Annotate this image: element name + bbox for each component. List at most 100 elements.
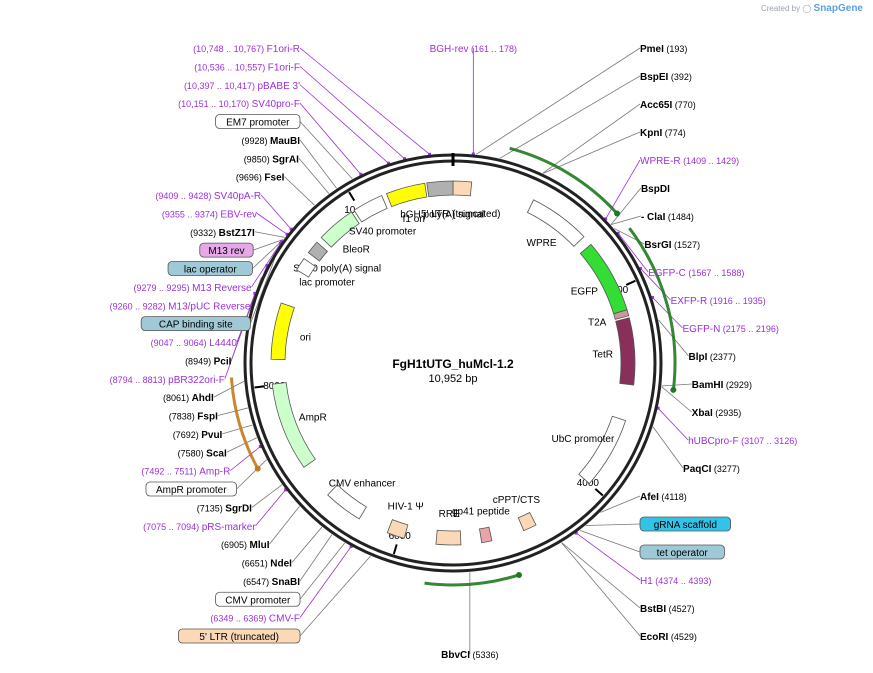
feature-gp41-peptide[interactable] [479,526,493,544]
feature-t2a[interactable] [613,309,630,320]
primer-hubcpro-f[interactable]: hUBCpro-F (3107 .. 3126) [688,436,797,447]
site-name: ScaI [206,448,227,459]
primer-exfp-r[interactable]: EXFP-R (1916 .. 1935) [671,296,766,307]
enzyme-ecori[interactable]: EcoRI (4529) [640,632,697,643]
primer-site-mark [359,172,363,176]
feature-tet-operator[interactable]: tet operator [639,544,725,560]
feature-grna-scaffold[interactable]: gRNA scaffold [639,516,731,532]
site-name: XbaI [692,408,713,419]
primer-site-mark [639,267,643,271]
feature-ampr[interactable] [271,382,316,468]
feature-5-ltr-truncated[interactable] [452,180,473,197]
primer-l4440[interactable]: (9047 .. 9064) L4440 [151,338,238,349]
enzyme-acc65i[interactable]: Acc65I (770) [640,100,696,111]
site-label: (7692) PvuI [173,430,223,441]
feature-badge [215,114,301,129]
enzyme-snabi[interactable]: (6547) SnaBI [243,577,300,588]
enzyme-blpi[interactable]: BlpI (2377) [689,352,736,363]
enzyme-bamhi[interactable]: BamHI (2929) [692,380,752,391]
primer-egfp-n[interactable]: EGFP-N (2175 .. 2196) [683,324,779,335]
orf-arcs [229,146,677,587]
primer-ebv-rev[interactable]: (9355 .. 9374) EBV-rev [162,209,257,220]
enzyme-bspei[interactable]: BspEI (392) [640,72,692,83]
feature-bgh-poly-a-signal[interactable] [426,180,454,198]
feature-cmv-enhancer[interactable] [327,484,367,520]
enzyme-pcii[interactable]: (8949) PciI [185,356,232,367]
orf-arc[interactable] [424,573,520,587]
feature-sv40-promoter[interactable] [353,195,388,223]
feature-cppt-cts[interactable] [517,511,537,532]
feature-badge [199,242,254,258]
feature-bleor[interactable] [320,211,360,248]
enzyme-pvui[interactable]: (7692) PvuI [173,430,223,441]
site-position: (4529) [668,632,697,642]
enzyme-fspi[interactable]: (7838) FspI [169,412,218,423]
feature-wpre[interactable] [526,199,585,247]
feature-label: lac promoter [299,278,355,289]
primer-sv40pro-f[interactable]: (10,151 .. 10,170) SV40pro-F [178,99,300,110]
enzyme-maubi[interactable]: (9928) MauBI [241,136,300,147]
site-label: XbaI (2935) [692,408,742,419]
enzyme-mlui[interactable]: (6905) MluI [221,540,270,551]
primer-amp-r[interactable]: (7492 .. 7511) Amp-R [141,467,230,478]
feature-sv40-poly-a-signal[interactable] [307,241,328,262]
feature-ori[interactable] [270,302,295,360]
site-name: EXFP-R [671,296,708,307]
enzyme-bstz17i[interactable]: (9332) BstZ17I [190,228,255,239]
site-position: (9409 .. 9428) [155,191,214,201]
site-position: (7075 .. 7094) [143,522,202,532]
primer-pbabe-3[interactable]: (10,397 .. 10,417) pBABE 3' [184,81,300,92]
feature-em7-promoter[interactable]: EM7 promoter [215,114,301,129]
site-name: WPRE-R [640,156,681,167]
feature-ampr-promoter[interactable]: AmpR promoter [145,481,237,497]
feature-rre[interactable] [435,529,462,546]
enzyme-afei[interactable]: AfeI (4118) [640,492,687,503]
orf-arc[interactable] [229,377,260,470]
feature-ubc-promoter[interactable] [578,415,627,485]
enzyme-bspdi[interactable]: BspDI [641,184,670,195]
orf-arc[interactable] [509,146,619,215]
primer-f1ori-f[interactable]: (10,536 .. 10,557) F1ori-F [194,62,300,73]
site-labels[interactable]: PmeI (193) BspEI (392) Acc65I (770) KpnI (7… [110,44,798,661]
primer-prs-marker[interactable]: (7075 .. 7094) pRS-marker [143,522,256,533]
enzyme-scai[interactable]: (7580) ScaI [178,448,227,459]
enzyme-xbai[interactable]: XbaI (2935) [692,408,742,419]
enzyme-bbvci[interactable]: BbvCI (5336) [441,650,498,661]
enzyme-kpni[interactable]: KpnI (774) [640,128,686,139]
enzyme-ahdi[interactable]: (8061) AhdI [163,393,214,404]
primer-m13-reverse[interactable]: (9279 .. 9295) M13 Reverse [134,283,252,294]
primer-h1[interactable]: H1 (4374 .. 4393) [640,576,711,587]
feature-m13-rev[interactable]: M13 rev [199,242,254,258]
primer-sv40pa-r[interactable]: (9409 .. 9428) SV40pA-R [155,191,261,202]
feature-egfp[interactable] [579,243,628,315]
site-name: PaqCI [683,464,712,475]
primer-egfp-c[interactable]: EGFP-C (1567 .. 1588) [648,268,744,279]
enzyme-bstbi[interactable]: BstBI (4527) [640,604,695,615]
primer-bgh-rev[interactable]: BGH-rev (161 .. 178) [430,44,517,55]
enzyme-clai[interactable]: - ClaI (1484) [641,212,694,223]
site-position: (9279 .. 9295) [134,283,193,293]
feature-lac-promoter[interactable] [296,257,317,278]
feature-tetr[interactable] [615,317,636,386]
feature-cmv-promoter[interactable]: CMV promoter [215,591,301,607]
site-position: (2935) [713,408,742,418]
enzyme-fsei[interactable]: (9696) FseI [236,173,285,184]
enzyme-ndei[interactable]: (6651) NdeI [242,559,292,570]
feature-lac-operator[interactable]: lac operator [167,261,253,276]
orf-arc[interactable] [628,227,677,391]
primer-f1ori-r[interactable]: (10,748 .. 10,767) F1ori-R [193,44,300,55]
feature-cap-binding-site[interactable]: CAP binding site [140,316,251,332]
primer-cmv-f[interactable]: (6349 .. 6369) CMV-F [210,614,300,625]
feature-f1-ori[interactable] [385,182,428,208]
enzyme-paqci[interactable]: PaqCI (3277) [683,464,740,475]
primer-wpre-r[interactable]: WPRE-R (1409 .. 1429) [640,156,739,167]
primer-pbr322ori-f[interactable]: (8794 .. 8813) pBR322ori-F [110,375,225,386]
feature-5-ltr-truncated[interactable]: 5' LTR (truncated) [177,628,301,644]
site-label: PmeI (193) [640,44,687,55]
enzyme-bsrgi[interactable]: BsrGI (1527) [644,240,700,251]
primer-m13-puc-reverse[interactable]: (9260 .. 9282) M13/pUC Reverse [110,301,251,312]
feature-hiv-1[interactable] [386,519,409,539]
enzyme-pmei[interactable]: PmeI (193) [640,44,687,55]
enzyme-sgrai[interactable]: (9850) SgrAI [244,154,299,165]
enzyme-sgrdi[interactable]: (7135) SgrDI [197,503,252,514]
